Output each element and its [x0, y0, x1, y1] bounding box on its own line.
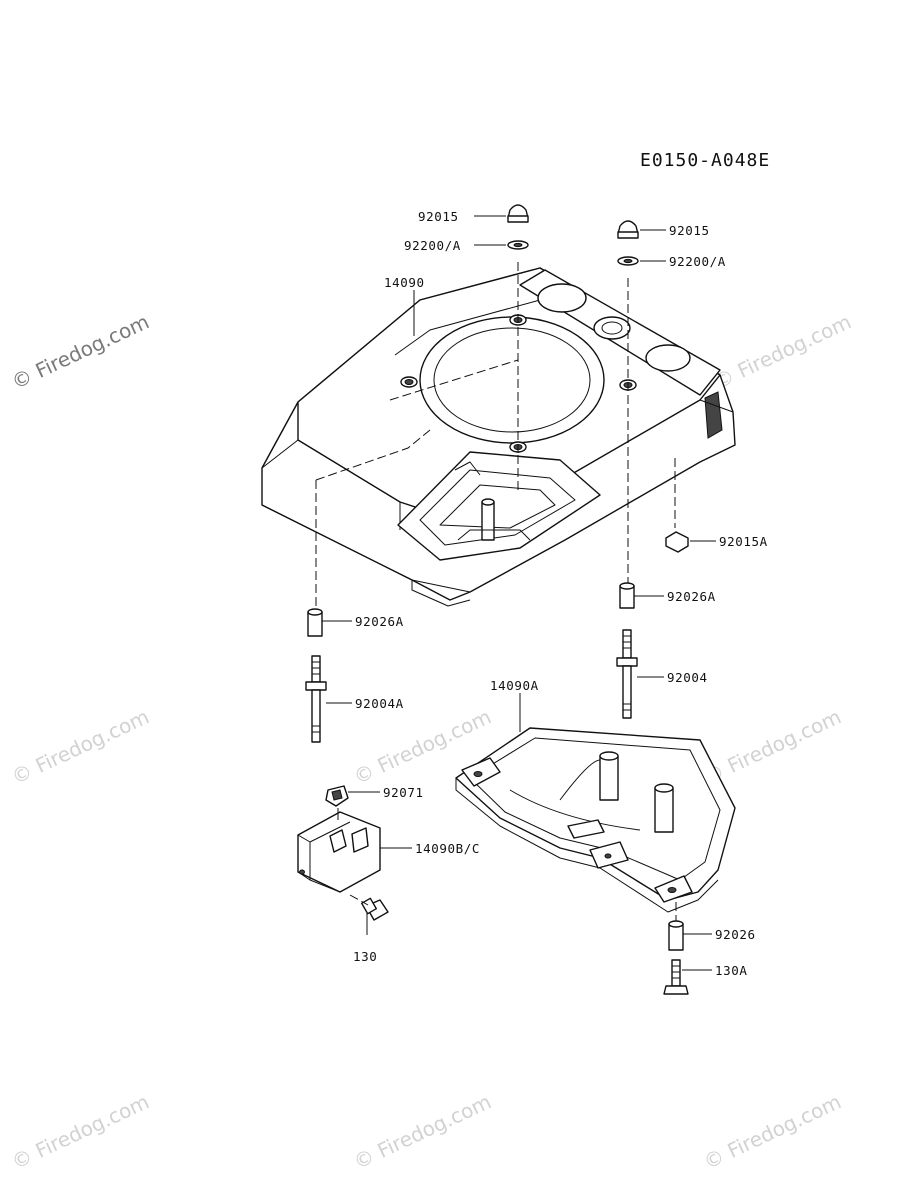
- washer-92200A-right: [617, 256, 639, 266]
- label-14090A: 14090A: [490, 678, 539, 693]
- diagram-code: E0150-A048E: [640, 150, 771, 171]
- collar-92026A-right: [619, 582, 635, 609]
- washer-92200A-top: [507, 240, 529, 250]
- bolt-130: [349, 894, 389, 921]
- collar-92026: [668, 920, 684, 951]
- label-92015-right: 92015: [669, 223, 710, 238]
- label-92015-top: 92015: [418, 209, 459, 224]
- bolt-130A: [663, 959, 689, 995]
- shroud-14090: [261, 267, 736, 607]
- label-130: 130: [353, 949, 377, 964]
- label-92071: 92071: [383, 785, 424, 800]
- label-92004: 92004: [667, 670, 708, 685]
- label-92026A-right: 92026A: [667, 589, 716, 604]
- cap-nut-92015-right: [617, 220, 639, 239]
- collar-92026A-left: [307, 608, 323, 637]
- bracket-14090BC: [297, 808, 381, 893]
- stud-92004: [616, 629, 638, 719]
- label-92026A-left: 92026A: [355, 614, 404, 629]
- label-92026: 92026: [715, 927, 756, 942]
- nut-92015A: [665, 531, 689, 553]
- label-14090: 14090: [384, 275, 425, 290]
- stud-92004A: [305, 655, 327, 743]
- cap-nut-92015-top: [507, 204, 529, 223]
- shroud-14090A: [455, 727, 736, 913]
- label-92200A-top: 92200/A: [404, 238, 461, 253]
- label-92004A: 92004A: [355, 696, 404, 711]
- label-130A: 130A: [715, 963, 748, 978]
- label-92015A: 92015A: [719, 534, 768, 549]
- label-92200A-right: 92200/A: [669, 254, 726, 269]
- clip-92071: [325, 785, 349, 807]
- label-14090BC: 14090B/C: [415, 841, 480, 856]
